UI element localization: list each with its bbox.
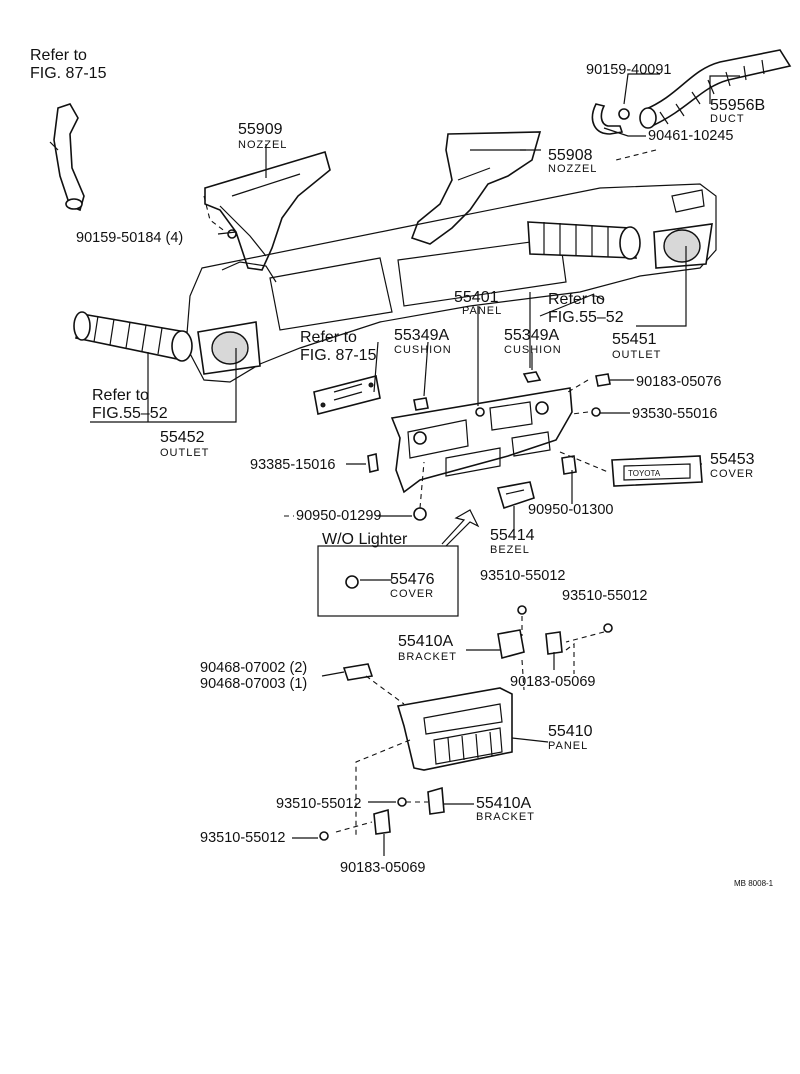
leader-lines (90, 73, 740, 856)
label-93510-55012-d: 93510-55012 (200, 830, 285, 846)
label-55956B-name: DUCT (710, 113, 745, 125)
label-55414-name: BEZEL (490, 544, 530, 556)
label-90183-05076: 90183-05076 (636, 374, 721, 390)
label-93510-55012-c: 93510-55012 (276, 796, 361, 812)
label-55410A-2: 55410A (476, 795, 531, 812)
label-55476-name: COVER (390, 588, 434, 600)
switch-plate (313, 375, 381, 415)
label-55476: 55476 (390, 571, 435, 588)
brackets-55410A-upper (497, 629, 563, 660)
ref-fig55-52-a-line2: FIG.55–52 (92, 405, 168, 422)
label-55909-name: NOZZEL (238, 139, 287, 151)
label-55349A-2-name: CUSHION (504, 344, 562, 356)
label-55401: 55401 (454, 289, 499, 306)
leader-90468 (321, 671, 345, 677)
bezel-55414 (496, 481, 535, 510)
label-90159-50184: 90159-50184 (4) (76, 230, 183, 246)
ref-fig55-52-a-line1: Refer to (92, 387, 149, 404)
label-55453: 55453 (710, 451, 755, 468)
outlet-55451 (527, 221, 713, 269)
label-55451: 55451 (612, 331, 657, 348)
label-55909: 55909 (238, 121, 283, 138)
label-90183-05069-a: 90183-05069 (510, 674, 595, 690)
panel-55410 (396, 687, 513, 771)
label-93510-55012-a: 93510-55012 (480, 568, 565, 584)
ref-fig87-15-b-line2: FIG. 87-15 (300, 347, 377, 364)
cover-55476-shape (345, 575, 359, 589)
brackets-lower (373, 786, 445, 835)
label-55349A-1: 55349A (394, 327, 449, 344)
label-90183-05069-b: 90183-05069 (340, 860, 425, 876)
label-90159-40091: 90159-40091 (586, 62, 671, 78)
label-55908: 55908 (548, 147, 593, 164)
label-55410-name: PANEL (548, 740, 588, 752)
label-90950-01300: 90950-01300 (528, 502, 613, 518)
nozzle-55909 (204, 150, 331, 271)
label-55452: 55452 (160, 429, 205, 446)
label-55410A-1-name: BRACKET (398, 651, 457, 663)
label-55410: 55410 (548, 723, 593, 740)
pointer-arrow (441, 509, 480, 547)
label-55451-name: OUTLET (612, 349, 661, 361)
ref-fig55-52-b-line2: FIG.55–52 (548, 309, 624, 326)
label-55410A-1: 55410A (398, 633, 453, 650)
label-55401-name: PANEL (462, 305, 502, 317)
label-55452-name: OUTLET (160, 447, 209, 459)
wo-lighter-box (317, 545, 459, 617)
cover-badge-text: TOYOTA (628, 469, 661, 478)
ref-fig87-15-a-line2: FIG. 87-15 (30, 65, 107, 82)
ref-fig55-52-b-line1: Refer to (548, 291, 605, 308)
label-90468-07003: 90468-07003 (1) (200, 676, 307, 692)
panel-55401 (390, 387, 573, 494)
label-55349A-1-name: CUSHION (394, 344, 452, 356)
label-90461-10245: 90461-10245 (648, 128, 733, 144)
duct-55956B (591, 49, 792, 135)
nozzle-55908 (410, 131, 542, 245)
label-93510-55012-b: 93510-55012 (562, 588, 647, 604)
label-90468-07002: 90468-07002 (2) (200, 660, 307, 676)
fasteners (227, 229, 613, 841)
label-55349A-2: 55349A (504, 327, 559, 344)
ref-fig87-15-b-line1: Refer to (300, 329, 357, 346)
label-90950-01299: 90950-01299 (296, 508, 381, 524)
side-defroster-duct (49, 103, 85, 212)
footer-code: MB 8008-1 (734, 879, 774, 888)
instrument-panel-outline (185, 183, 717, 383)
cover-55453: TOYOTA (611, 455, 703, 487)
label-55908-name: NOZZEL (548, 163, 597, 175)
outlet-55452 (73, 311, 261, 375)
cushions-55349A (413, 371, 542, 411)
label-55414: 55414 (490, 527, 535, 544)
wo-lighter-title: W/O Lighter (322, 531, 408, 548)
label-55410A-2-name: BRACKET (476, 811, 535, 823)
ref-fig87-15-a-line1: Refer to (30, 47, 87, 64)
label-55956B: 55956B (710, 97, 765, 114)
label-55453-name: COVER (710, 468, 754, 480)
label-93385-15016: 93385-15016 (250, 457, 335, 473)
label-93530-55016: 93530-55016 (632, 406, 717, 422)
